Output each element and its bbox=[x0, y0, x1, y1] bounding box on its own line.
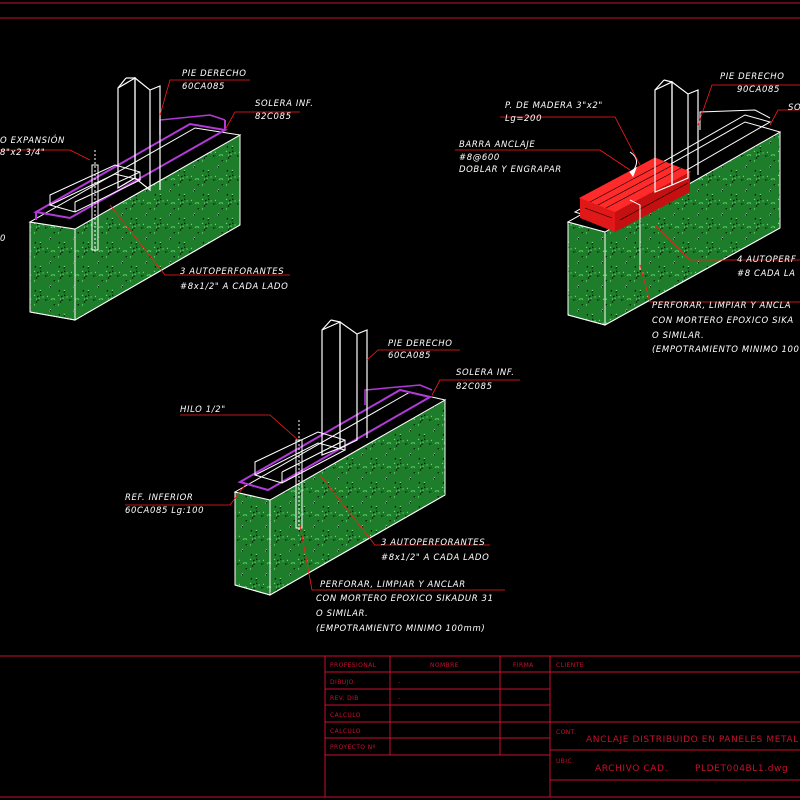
detail-a-stud-label: PIE DERECHO bbox=[182, 69, 247, 79]
detail-b-wood-spec: Lg=200 bbox=[505, 114, 542, 124]
detail-a-track-label: SOLERA INF. bbox=[255, 99, 314, 109]
title-col-profesional: PROFESIONAL bbox=[330, 662, 377, 669]
detail-b-screws-label: 4 AUTOPERF bbox=[737, 255, 796, 265]
detail-a-side-fragment: 0 bbox=[0, 234, 6, 244]
detail-c-drill-line3: O SIMILAR. bbox=[316, 609, 368, 619]
title-row-dibujo: DIBUJO bbox=[330, 679, 354, 686]
detail-b-bar-label: BARRA ANCLAJE bbox=[459, 140, 535, 150]
detail-a-track-spec: 82C085 bbox=[255, 112, 292, 122]
detail-c-stud-label: PIE DERECHO bbox=[388, 339, 453, 349]
title-cont: CONT. bbox=[556, 729, 576, 736]
detail-c-thread-label: HILO 1/2" bbox=[180, 405, 226, 415]
detail-b-screws-spec: #8 CADA LA bbox=[737, 269, 796, 279]
detail-c-track-label: SOLERA INF. bbox=[456, 368, 515, 378]
detail-a-stud-spec: 60CA085 bbox=[182, 82, 225, 92]
detail-c-leaders bbox=[125, 349, 520, 591]
title-cliente: CLIENTE bbox=[556, 662, 584, 669]
title-dash-1: - bbox=[398, 679, 401, 686]
detail-b-drill-line4: (EMPOTRAMIENTO MINIMO 100 bbox=[652, 345, 800, 355]
title-dash-2: - bbox=[398, 695, 401, 702]
detail-b-track-fragment: SO bbox=[788, 103, 800, 113]
detail-c-drill-line4: (EMPOTRAMIENTO MINIMO 100mm) bbox=[316, 624, 485, 634]
detail-c-drill-line1: PERFORAR, LIMPIAR Y ANCLAR bbox=[320, 580, 466, 590]
detail-c-ref-plate bbox=[253, 431, 347, 484]
detail-b-drill-line2: CON MORTERO EPOXICO SIKA bbox=[652, 316, 794, 326]
title-row-rev: REV. DIB bbox=[330, 695, 359, 702]
detail-a: PIE DERECHO 60CA085 SOLERA INF. 82C085 O… bbox=[0, 69, 314, 321]
detail-b-stud bbox=[654, 79, 699, 193]
detail-a-bolt bbox=[91, 150, 99, 252]
detail-c-stud bbox=[321, 319, 368, 456]
detail-a-stud bbox=[117, 76, 161, 192]
title-block-grid bbox=[324, 656, 800, 797]
detail-b-drill-line3: O SIMILAR. bbox=[652, 331, 704, 341]
detail-a-anchor-spec: 8"x2 3/4" bbox=[0, 148, 45, 158]
detail-c-thread bbox=[295, 420, 303, 530]
detail-c-drill-line2: CON MORTERO EPOXICO SIKADUR 31 bbox=[316, 594, 494, 604]
detail-c-screws-label: 3 AUTOPERFORANTES bbox=[381, 538, 485, 548]
title-archivo-file: PLDET004BL1.dwg bbox=[695, 764, 788, 774]
title-drawing-title: ANCLAJE DISTRIBUIDO EN PANELES METAL bbox=[586, 735, 799, 745]
detail-b: PIE DERECHO 90CA085 SO P. DE MADERA 3"x2… bbox=[455, 72, 800, 355]
detail-c: PIE DERECHO 60CA085 SOLERA INF. 82C085 H… bbox=[125, 319, 520, 634]
detail-a-screws-label: 3 AUTOPERFORANTES bbox=[180, 267, 284, 277]
detail-a-anchor-label: O EXPANSIÓN bbox=[0, 134, 65, 146]
title-proyecto: PROYECTO Nº bbox=[330, 744, 376, 751]
detail-b-leaders bbox=[455, 84, 800, 303]
detail-a-screws-spec: #8x1/2" A CADA LADO bbox=[180, 282, 288, 292]
detail-c-ref-label: REF. INFERIOR bbox=[125, 493, 193, 503]
detail-b-bar-note: DOBLAR Y ENGRAPAR bbox=[459, 165, 562, 175]
detail-a-leaders bbox=[0, 79, 300, 276]
detail-b-bar-spec: #8@600 bbox=[459, 153, 500, 163]
detail-c-track bbox=[237, 384, 433, 492]
title-block: PROFESIONAL NOMBRE FIRMA CLIENTE DIBUJO … bbox=[324, 656, 800, 797]
detail-b-wood-block bbox=[578, 157, 692, 232]
detail-c-ref-spec: 60CA085 Lg:100 bbox=[125, 506, 204, 516]
title-archivo-label: ARCHIVO CAD. bbox=[595, 764, 668, 774]
detail-b-drill-line1: PERFORAR, LIMPIAR Y ANCLA bbox=[652, 301, 791, 311]
title-col-nombre: NOMBRE bbox=[430, 662, 459, 669]
title-col-firma: FIRMA bbox=[513, 662, 534, 669]
detail-c-screws-spec: #8x1/2" A CADA LADO bbox=[381, 553, 489, 563]
detail-a-anchor-plate bbox=[48, 164, 142, 213]
detail-c-stud-spec: 60CA085 bbox=[388, 351, 431, 361]
detail-b-bar bbox=[629, 151, 641, 270]
detail-b-stud-spec: 90CA085 bbox=[737, 85, 780, 95]
title-row-calculo-2: CALCULO bbox=[330, 728, 361, 735]
detail-b-stud-label: PIE DERECHO bbox=[720, 72, 785, 82]
title-ubic: UBIC. bbox=[556, 758, 574, 765]
detail-c-track-spec: 82C085 bbox=[456, 382, 493, 392]
title-row-calculo-1: CALCULO bbox=[330, 712, 361, 719]
detail-b-wood-label: P. DE MADERA 3"x2" bbox=[505, 101, 603, 111]
